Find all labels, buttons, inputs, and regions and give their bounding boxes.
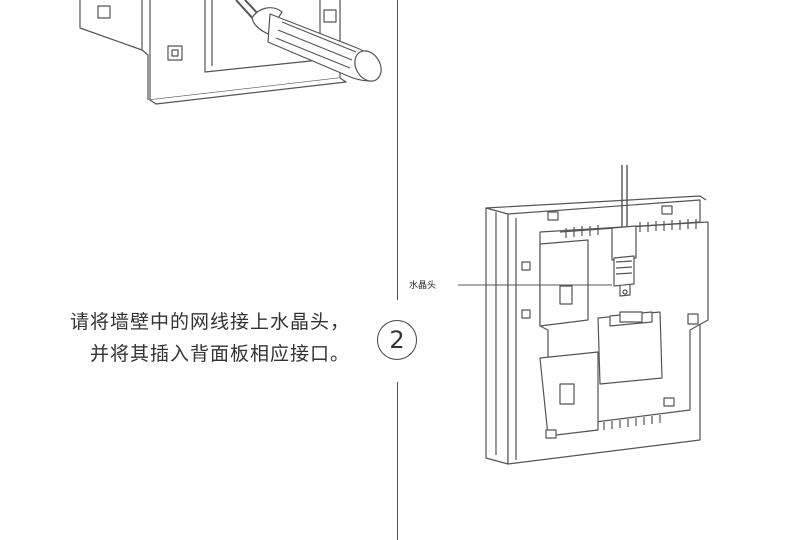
instruction-line-1: 请将墙壁中的网线接上水晶头，: [69, 311, 350, 333]
divider-line-bottom: [397, 382, 398, 540]
rj45-callout-label: 水晶头: [409, 281, 437, 291]
step-instruction: 请将墙壁中的网线接上水晶头， 并将其插入背面板相应接口。: [70, 306, 350, 370]
screwdriver-panel-illustration: [79, 0, 382, 105]
instruction-line-2: 并将其插入背面板相应接口。: [89, 343, 350, 365]
back-panel-illustration: [485, 165, 709, 465]
step-number: 2: [389, 326, 405, 354]
divider-line-top: [397, 0, 398, 300]
step-number-badge: 2: [377, 320, 417, 360]
